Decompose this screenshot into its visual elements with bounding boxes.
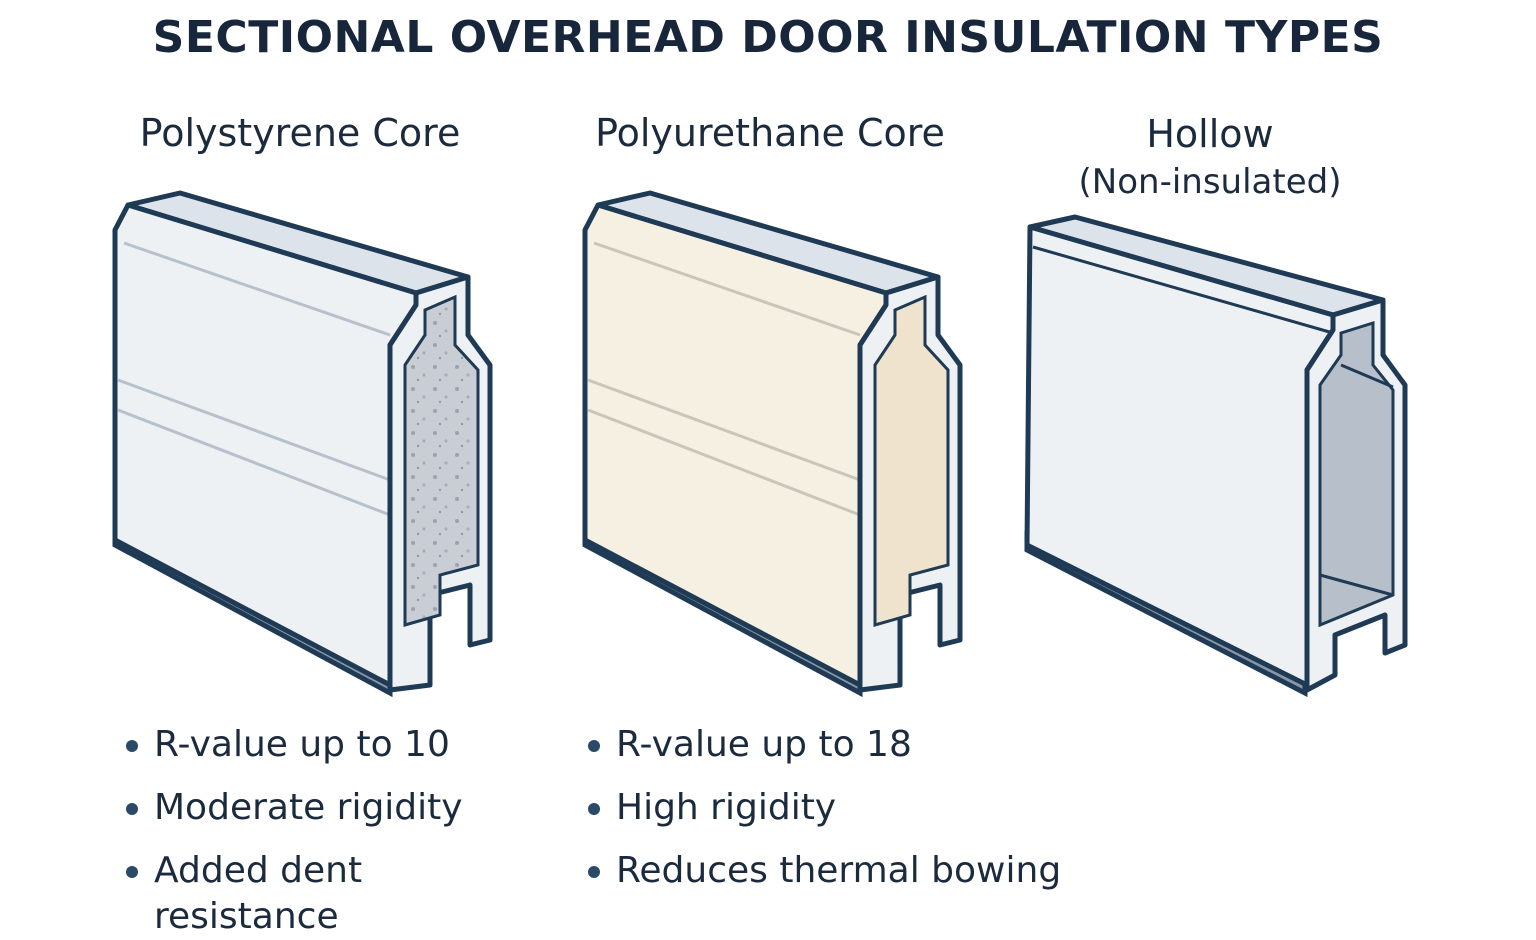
feature-item: Moderate rigidity <box>120 785 463 848</box>
page-title: SECTIONAL OVERHEAD DOOR INSULATION TYPES <box>152 12 1384 63</box>
polystyrene-title-text: Polystyrene Core <box>139 111 461 155</box>
feature-text: Added dent resistance <box>154 850 363 937</box>
polyurethane-panel-illustration <box>582 190 963 698</box>
polystyrene-features: R-value up to 10 Moderate rigidity Added… <box>120 722 463 937</box>
hollow-title-text: Hollow <box>1146 112 1274 156</box>
hollow-panel-illustration <box>1024 214 1408 698</box>
polyurethane-features: R-value up to 18 High rigidity Reduces t… <box>582 722 1061 911</box>
feature-item: R-value up to 10 <box>120 722 463 785</box>
feature-item: R-value up to 18 <box>582 722 1061 785</box>
feature-item: Reduces thermal bowing <box>582 848 1061 911</box>
hollow-subtitle: (Non-insulated) <box>1078 162 1342 202</box>
polyurethane-title: Polyurethane Core <box>560 110 980 156</box>
feature-item: Added dent resistance <box>120 848 463 937</box>
polyurethane-title-text: Polyurethane Core <box>595 111 945 155</box>
polystyrene-panel-illustration <box>112 190 493 698</box>
hollow-title: Hollow (Non-insulated) <box>1010 110 1410 206</box>
polystyrene-title: Polystyrene Core <box>100 110 500 156</box>
feature-item: High rigidity <box>582 785 1061 848</box>
